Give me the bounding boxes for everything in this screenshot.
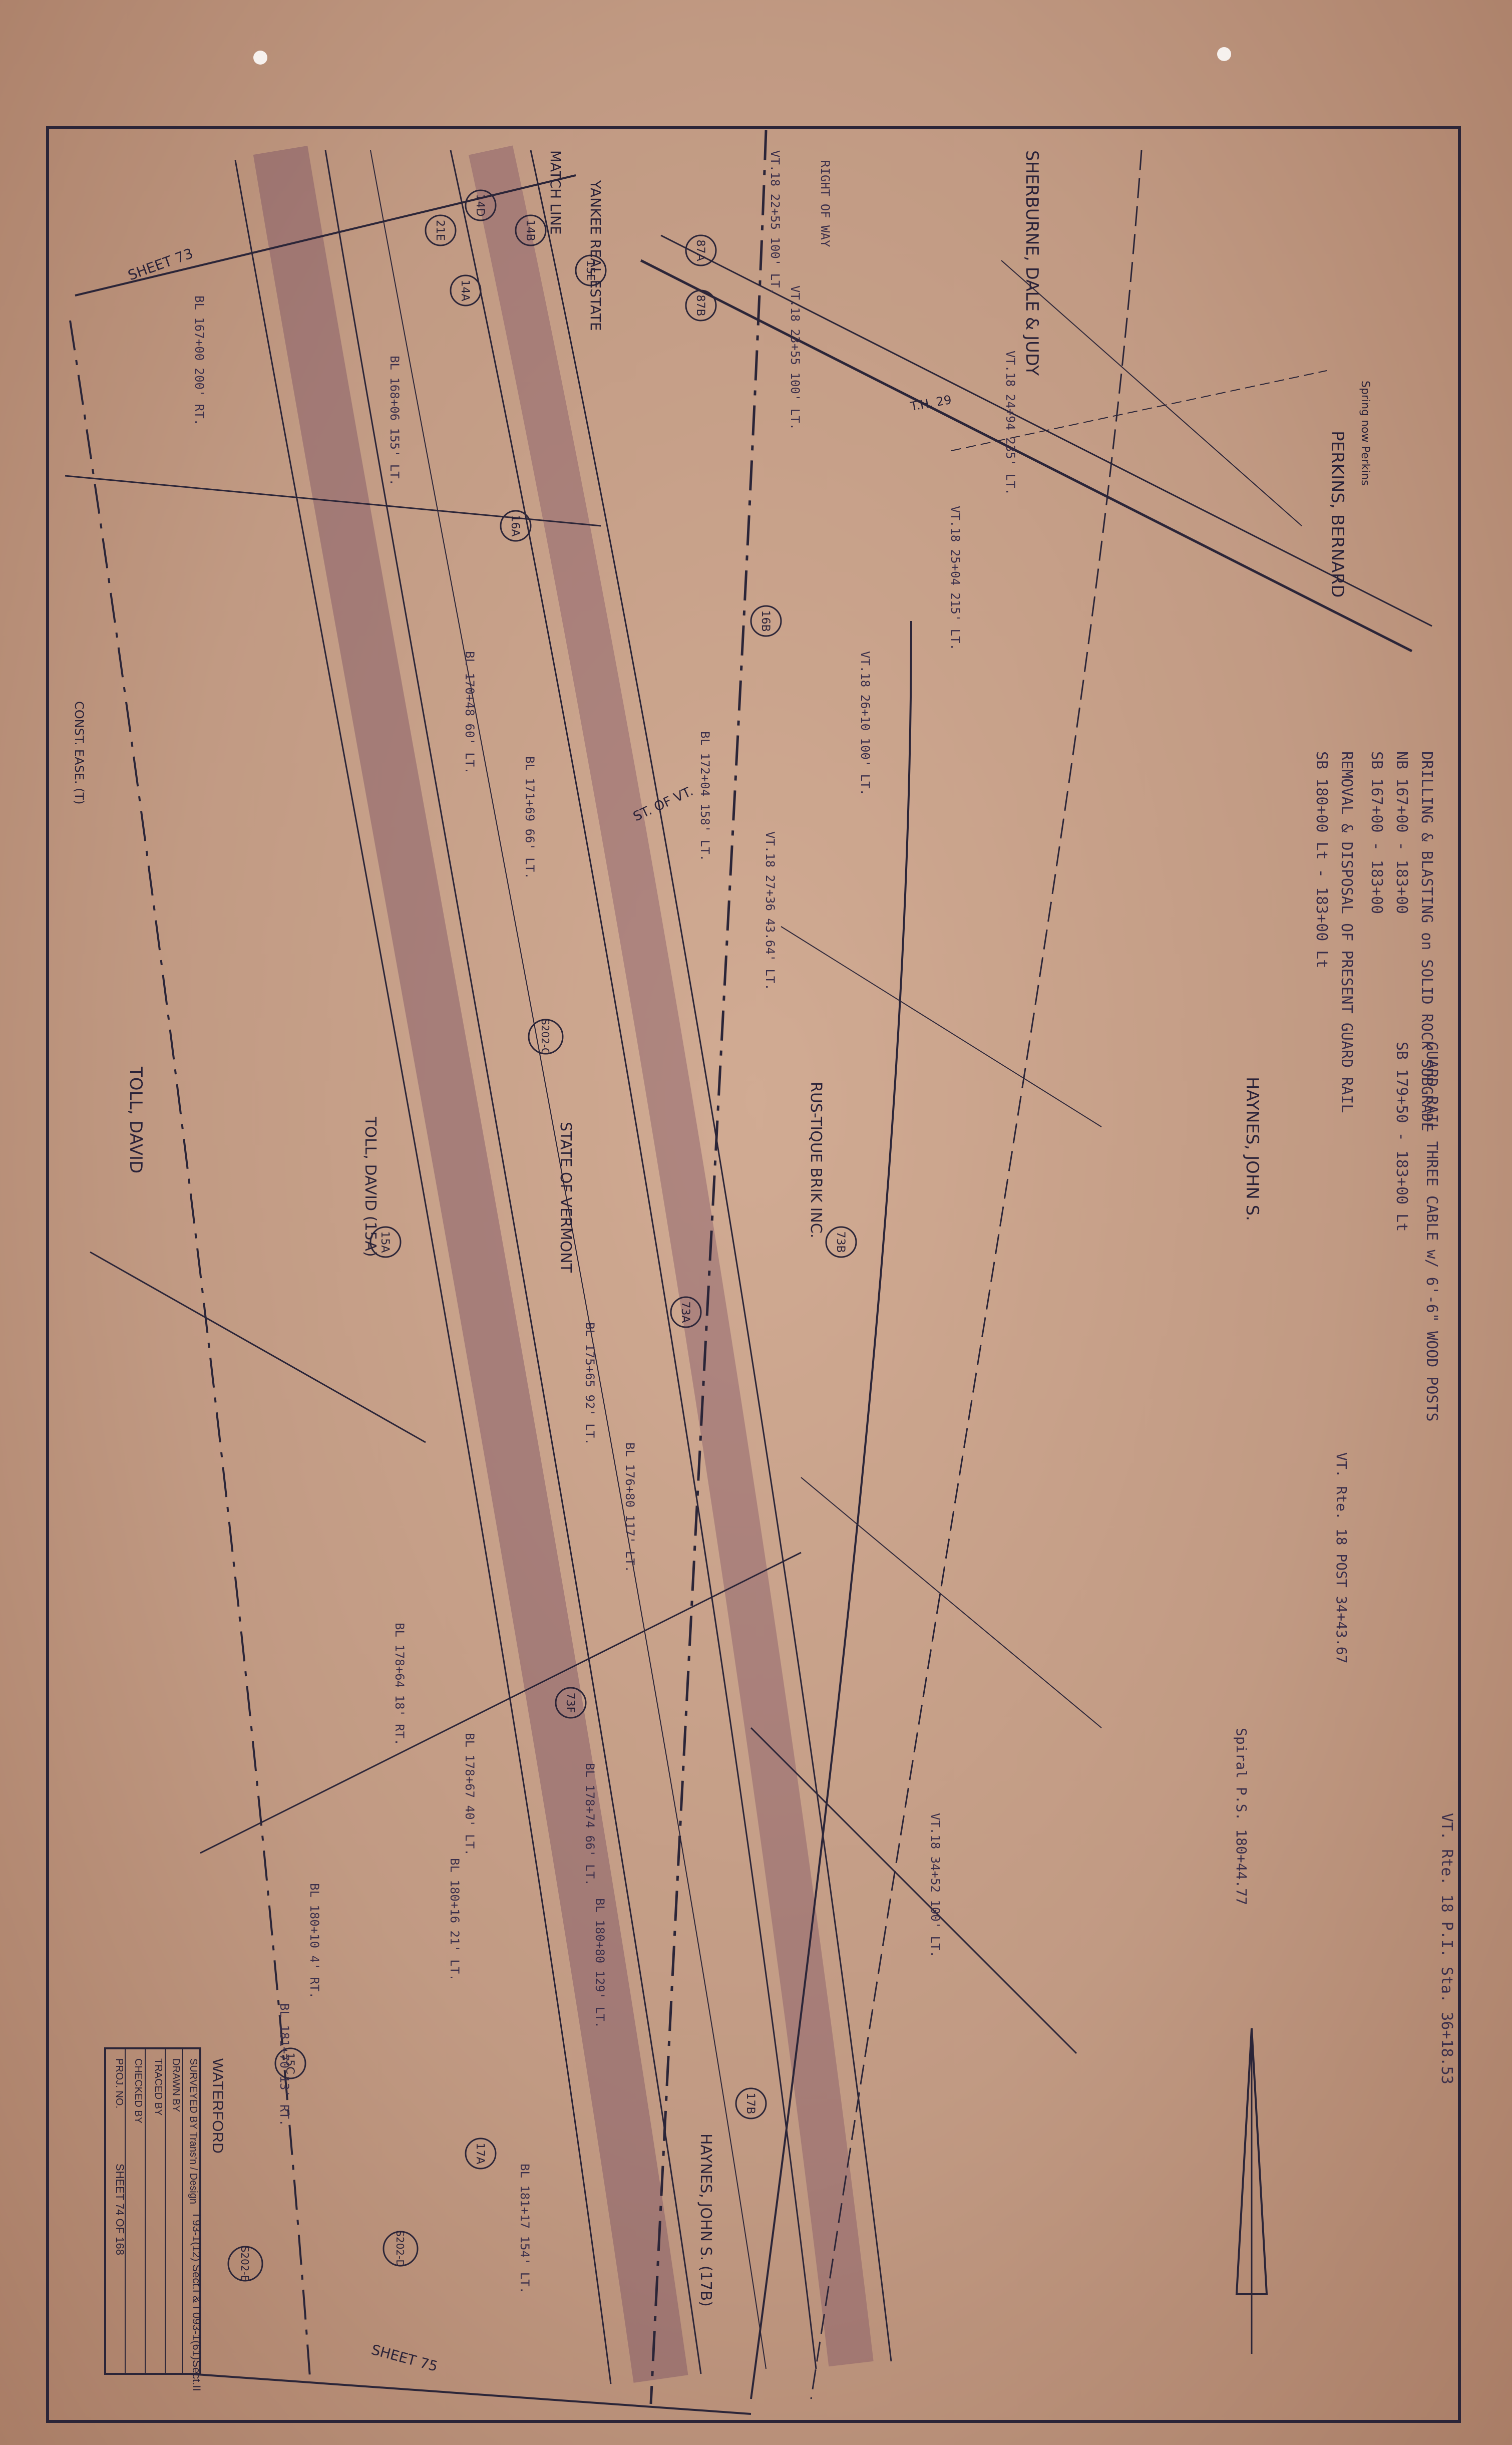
station-callouts: VT.18 22+55 100' LT. VT.18 23+55 100' LT… xyxy=(192,150,1017,2294)
vt-route-18 xyxy=(640,234,1432,653)
title-row-drawn: DRAWN BY xyxy=(170,2058,181,2112)
parcel-15c: 15C xyxy=(283,2052,296,2074)
note-post: VT. Rte. 18 POST 34+43.67 xyxy=(1333,1452,1350,1663)
parcel-s202d: S202-D xyxy=(394,2230,406,2267)
owner-rustique: RUS-TIQUE BRIK INC. xyxy=(807,1082,825,1238)
note-guardrail: GUARD RAIL THREE CABLE w/ 6'-6" WOOD POS… xyxy=(1423,1042,1440,1422)
note-guardrail-range: SB 179+50 - 183+00 Lt xyxy=(1393,1042,1410,1232)
note-nb-range: NB 167+00 - 183+00 xyxy=(1393,751,1410,914)
owner-labels: SHERBURNE, DALE & JUDY PERKINS, BERNARD … xyxy=(126,150,1347,2307)
note-removal: REMOVAL & DISPOSAL OF PRESENT GUARD RAIL xyxy=(1338,751,1355,1113)
sta-bl-17867: BL 178+67 40' LT. xyxy=(463,1733,477,1856)
sta-bl-18010: BL 180+10 4' RT. xyxy=(307,1883,321,1999)
parcel-s202e: S202-E xyxy=(239,2246,251,2282)
parcel-markers: 14D 14B 14A 21E 15E 87A 87B 16A 16B 73A … xyxy=(227,189,857,2282)
mount-hole-left xyxy=(253,51,267,65)
title-block-heading: WATERFORD xyxy=(209,2058,226,2154)
sta-bl-16806: BL 168+06 155' LT. xyxy=(388,356,402,486)
parcel-15a: 15A xyxy=(379,1231,391,1253)
parcel-15e: 15E xyxy=(584,260,596,281)
north-arrow-icon xyxy=(1235,2028,1268,2354)
parcel-17b: 17B xyxy=(744,2092,757,2114)
sta-bl-18080: BL 180+80 129' LT. xyxy=(593,1898,607,2028)
owner-perkins: PERKINS, BERNARD xyxy=(1327,431,1347,598)
sta-vt18-2504: VT.18 25+04 215' LT. xyxy=(948,506,962,651)
note-spiral: Spiral P.S. 180+44.77 xyxy=(1233,1728,1250,1905)
owner-haynes-17b: HAYNES, JOHN S. (17B) xyxy=(697,2133,714,2307)
owner-toll-15a: TOLL, DAVID (15A) xyxy=(361,1116,379,1257)
title-row-sheet: SHEET 74 OF 168 xyxy=(114,2164,126,2255)
owner-state-vt: STATE OF VERMONT xyxy=(557,1122,574,1273)
note-pi-station: VT. Rte. 18 P.I. Sta. 36+18.53 xyxy=(1438,1813,1455,2084)
sta-bl-17048: BL 170+48 60' LT. xyxy=(463,651,477,774)
sta-vt18-2610: VT.18 26+10 100' LT. xyxy=(858,651,872,796)
plan-notes: DRILLING & BLASTING on SOLID ROCK SUBGRA… xyxy=(72,150,1455,2375)
title-project-number: I 93-1(12) Sect.I & I 093-1(61)Sect.II xyxy=(190,2214,203,2391)
pipe-runs xyxy=(65,475,1102,2054)
parcel-73b: 73B xyxy=(834,1231,847,1253)
sta-vt18-2355: VT.18 23+55 100' LT. xyxy=(788,285,802,430)
sta-bl-17169: BL 171+69 66' LT. xyxy=(523,756,537,879)
sta-bl-17874: BL 178+74 66' LT. xyxy=(583,1763,597,1886)
sta-bl-17680: BL 176+80 117' LT. xyxy=(623,1442,637,1573)
parcel-21e: 21E xyxy=(434,220,446,241)
sta-bl-17864: BL 178+64 18' RT. xyxy=(393,1623,407,1746)
note-const-ease: CONST. EASE. (T) xyxy=(72,701,86,805)
parcel-14b: 14B xyxy=(524,219,536,241)
sta-bl-16700: BL 167+00 200' RT. xyxy=(192,295,206,426)
sta-vt18-2255: VT.18 22+55 100' LT. xyxy=(768,150,782,295)
sta-bl-17204: BL 172+04 158' LT. xyxy=(698,731,712,861)
sta-bl-18117: BL 181+17 154' LT. xyxy=(518,2164,532,2294)
sta-vt18-3452: VT.18 34+52 100' LT. xyxy=(928,1813,942,1958)
title-row-traced: TRACED BY xyxy=(153,2058,164,2115)
owner-sherburne: SHERBURNE, DALE & JUDY xyxy=(1022,150,1042,376)
note-match-line: MATCH LINE xyxy=(547,150,564,235)
note-drilling: DRILLING & BLASTING on SOLID ROCK SUBGRA… xyxy=(1418,751,1435,1131)
owner-haynes: HAYNES, JOHN S. xyxy=(1242,1077,1262,1221)
note-spring: Spring now Perkins xyxy=(1359,381,1371,486)
sta-bl-18170: BL 181+70 13' RT. xyxy=(277,2003,291,2126)
note-sb-range: SB 167+00 - 183+00 xyxy=(1368,751,1385,914)
title-row-checked: CHECKED BY xyxy=(133,2058,144,2123)
title-block: WATERFORD SURVEYED BY Trans'n / Design D… xyxy=(104,2047,226,2391)
note-removal-range: SB 180+00 Lt - 183+00 Lt xyxy=(1313,751,1330,968)
parcel-16a: 16A xyxy=(509,515,521,536)
title-row-surveyed: SURVEYED BY Trans'n / Design xyxy=(188,2058,199,2204)
sta-bl-18016: BL 180+16 21' LT. xyxy=(448,1858,462,1981)
sta-vt18-2494: VT.18 24+94 235' LT. xyxy=(1003,351,1017,495)
parcel-14a: 14A xyxy=(459,279,471,301)
note-th-29: T.H. 29 xyxy=(909,393,952,414)
title-row-proj-no: PROJ. NO. xyxy=(114,2058,125,2108)
note-right-of-way: RIGHT OF WAY xyxy=(818,160,832,247)
note-sheet-73: SHEET 73 xyxy=(126,245,195,283)
match-line-south xyxy=(190,2373,751,2415)
parcel-73a: 73A xyxy=(679,1301,691,1323)
parcel-16b: 16B xyxy=(759,610,772,632)
parcel-87b: 87B xyxy=(694,294,706,316)
parcel-17a: 17A xyxy=(474,2143,486,2164)
parcel-14d: 14D xyxy=(474,194,486,217)
parcel-s202c: S202-C xyxy=(539,1019,551,1055)
owner-toll: TOLL, DAVID xyxy=(126,1066,146,1173)
highway-corridor xyxy=(234,145,892,2384)
mount-hole-right xyxy=(1217,47,1231,61)
sta-vt18-2736: VT.18 27+36 43.64' LT. xyxy=(763,831,777,991)
sta-bl-17565: BL 175+65 92' LT. xyxy=(583,1322,597,1445)
sheet-border xyxy=(46,126,1461,2423)
parcel-73f: 73F xyxy=(564,1693,576,1713)
note-sheet-75: SHEET 75 xyxy=(369,2341,440,2375)
parcel-87a: 87A xyxy=(694,239,706,261)
